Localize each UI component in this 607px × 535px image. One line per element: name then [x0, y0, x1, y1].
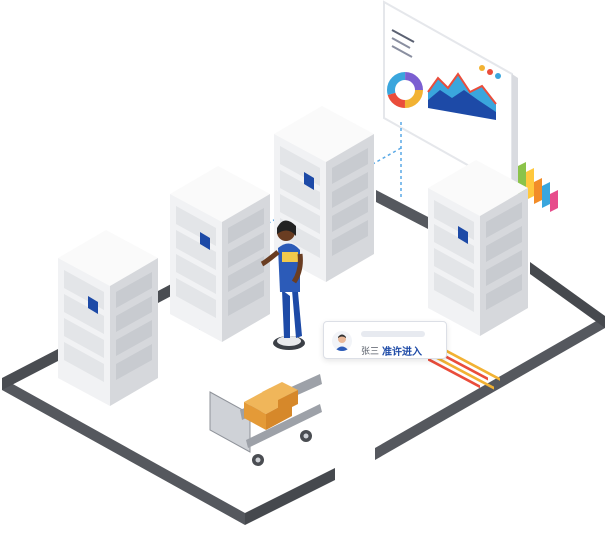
analytics-dashboard [383, 0, 518, 390]
access-status: 准许进入 [382, 347, 422, 358]
dashboard-menu-icon [391, 29, 415, 58]
status-dots-icon [479, 65, 501, 79]
access-notification-card: 张三 准许进入 [323, 321, 447, 359]
server-rack [428, 160, 528, 336]
room-walls [2, 190, 605, 525]
name-placeholder-bar [361, 331, 425, 337]
cart-with-boxes [209, 374, 322, 466]
donut-chart-icon [387, 72, 423, 108]
user-name: 张三 [361, 347, 380, 357]
technician-figure [260, 220, 305, 350]
area-chart-icon [427, 72, 497, 120]
server-rack [170, 166, 270, 342]
server-rack [58, 230, 158, 406]
person-avatar-icon [332, 331, 352, 351]
